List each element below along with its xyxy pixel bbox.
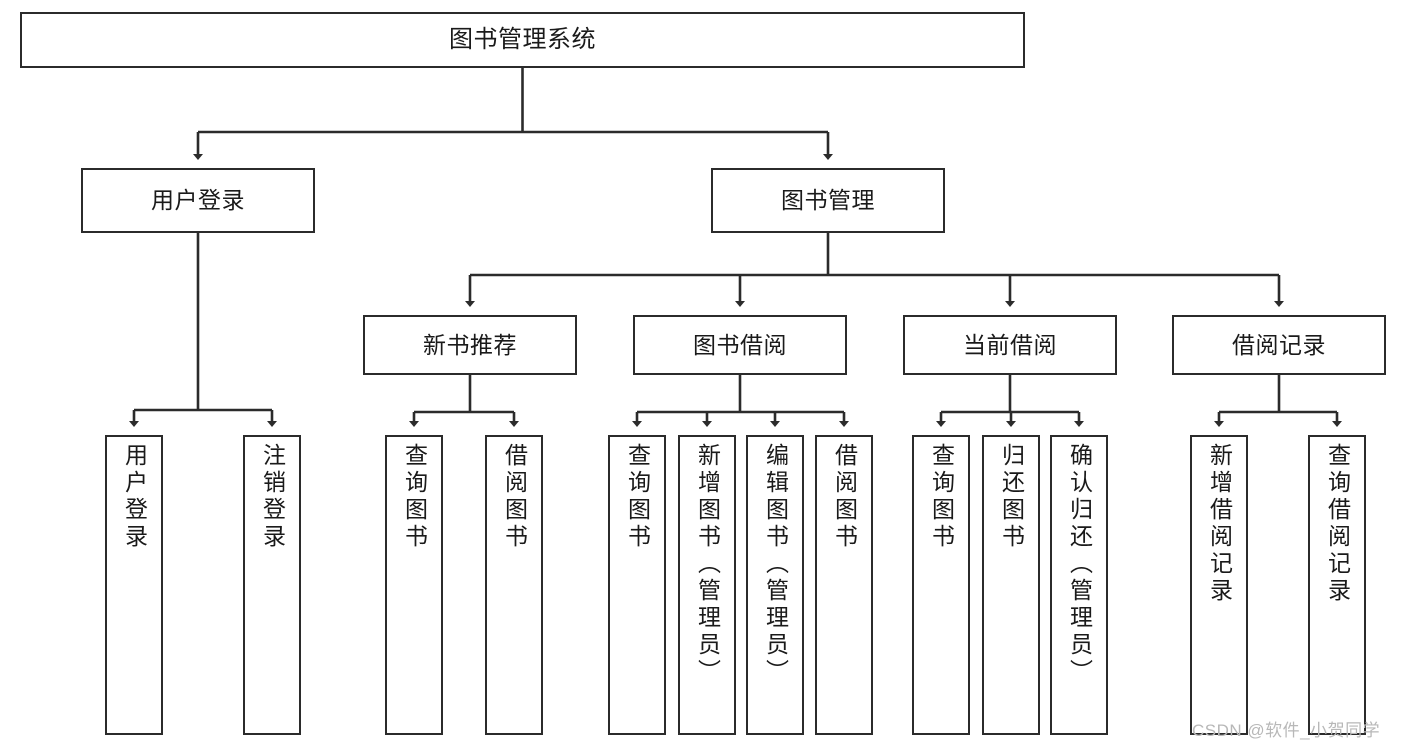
node-leaf-12-label: 查询借阅记录 [1324, 443, 1351, 605]
node-leaf-5[interactable]: 新增图书（管理员） [678, 435, 736, 735]
node-level3-3[interactable]: 借阅记录 [1172, 315, 1386, 375]
node-level2-1[interactable]: 图书管理 [711, 168, 945, 233]
node-leaf-1[interactable]: 注销登录 [243, 435, 301, 735]
node-leaf-0[interactable]: 用户登录 [105, 435, 163, 735]
node-level3-1[interactable]: 图书借阅 [633, 315, 847, 375]
node-leaf-2-label: 查询图书 [401, 443, 428, 551]
node-leaf-6[interactable]: 编辑图书（管理员） [746, 435, 804, 735]
node-level3-1-label: 图书借阅 [693, 331, 787, 358]
node-leaf-8-label: 查询图书 [928, 443, 955, 551]
node-root[interactable]: 图书管理系统 [20, 12, 1025, 68]
node-leaf-3-label: 借阅图书 [501, 443, 528, 551]
node-level3-3-label: 借阅记录 [1232, 331, 1326, 358]
node-leaf-7-label: 借阅图书 [831, 443, 858, 551]
node-level2-1-label: 图书管理 [781, 187, 875, 214]
node-level2-0-label: 用户登录 [151, 187, 245, 214]
node-leaf-5-label: 新增图书（管理员） [694, 443, 721, 686]
node-leaf-10-label: 确认归还（管理员） [1066, 443, 1093, 686]
node-leaf-8[interactable]: 查询图书 [912, 435, 970, 735]
node-leaf-11-label: 新增借阅记录 [1206, 443, 1233, 605]
node-leaf-1-label: 注销登录 [259, 443, 286, 551]
node-leaf-3[interactable]: 借阅图书 [485, 435, 543, 735]
node-leaf-0-label: 用户登录 [121, 443, 148, 551]
watermark-text: CSDN @软件_小贺同学 [1192, 721, 1381, 740]
node-leaf-11[interactable]: 新增借阅记录 [1190, 435, 1248, 735]
node-root-label: 图书管理系统 [449, 26, 596, 54]
node-level3-2[interactable]: 当前借阅 [903, 315, 1117, 375]
node-leaf-7[interactable]: 借阅图书 [815, 435, 873, 735]
node-leaf-6-label: 编辑图书（管理员） [762, 443, 789, 686]
node-leaf-4-label: 查询图书 [624, 443, 651, 551]
node-level3-0[interactable]: 新书推荐 [363, 315, 577, 375]
node-leaf-10[interactable]: 确认归还（管理员） [1050, 435, 1108, 735]
node-level2-0[interactable]: 用户登录 [81, 168, 315, 233]
node-leaf-9-label: 归还图书 [998, 443, 1025, 551]
node-leaf-4[interactable]: 查询图书 [608, 435, 666, 735]
node-level3-2-label: 当前借阅 [963, 331, 1057, 358]
node-leaf-12[interactable]: 查询借阅记录 [1308, 435, 1366, 735]
node-level3-0-label: 新书推荐 [423, 331, 517, 358]
node-leaf-2[interactable]: 查询图书 [385, 435, 443, 735]
node-leaf-9[interactable]: 归还图书 [982, 435, 1040, 735]
